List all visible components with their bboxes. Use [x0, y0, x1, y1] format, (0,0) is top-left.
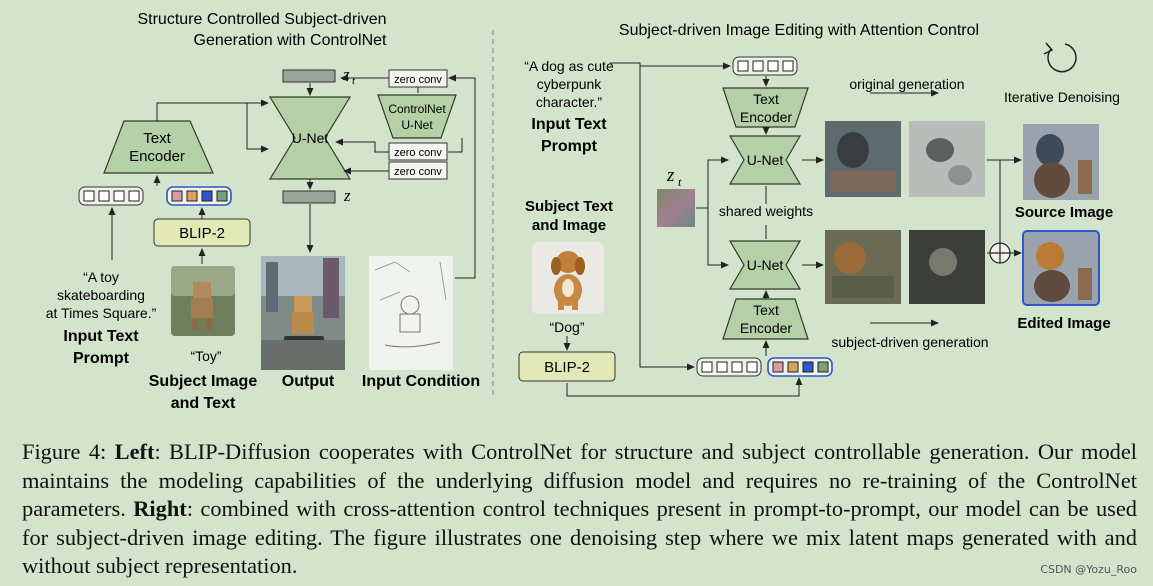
- left-output-label: Output: [282, 373, 335, 390]
- left-input-text-prompt-label-line2: Prompt: [73, 350, 130, 367]
- left-text-tokens: [78, 186, 144, 206]
- caption-part2: : combined with cross-attention control …: [22, 496, 1137, 579]
- right-text-encoder-bottom: Text Encoder: [722, 298, 809, 340]
- noise-latent-image: [657, 189, 695, 227]
- svg-text:Encoder: Encoder: [129, 148, 185, 165]
- svg-text:Encoder: Encoder: [740, 109, 792, 125]
- iterative-denoising-label: Iterative Denoising: [1004, 89, 1120, 105]
- svg-text:t: t: [352, 75, 356, 87]
- right-prompt-line1: “A dog as cute: [524, 58, 614, 74]
- svg-text:U-Net: U-Net: [747, 152, 784, 168]
- svg-text:U-Net: U-Net: [747, 257, 784, 273]
- right-bottom-text-tokens: [696, 357, 762, 377]
- left-text-encoder: Text Encoder: [103, 120, 214, 174]
- zero-conv-bottom: zero conv: [388, 161, 448, 180]
- left-subject-label: Subject Image: [149, 373, 258, 390]
- caption-right-bold: Right: [133, 496, 187, 522]
- original-generation-label: original generation: [849, 76, 964, 92]
- left-panel-title-line2: Generation with ControlNet: [194, 32, 388, 49]
- right-subject-label: Subject Text: [525, 198, 613, 215]
- original-generation-latent-image: [909, 121, 985, 197]
- right-input-text-prompt-label-line2: Prompt: [541, 138, 598, 155]
- figure-diagram: Structure Controlled Subject-driven Gene…: [46, 11, 1120, 412]
- subject-driven-latent-image: [909, 230, 985, 304]
- svg-text:zero conv: zero conv: [394, 74, 442, 86]
- left-output-image: [261, 256, 345, 370]
- source-image-label: Source Image: [1015, 204, 1113, 221]
- toy-subject-image: [171, 266, 235, 336]
- zero-conv-middle: zero conv: [388, 142, 448, 161]
- right-arrows: [563, 62, 1022, 397]
- caption-label: Figure 4:: [22, 439, 115, 464]
- left-latent-zt: z t: [282, 65, 356, 87]
- shared-weights-label: shared weights: [719, 203, 813, 219]
- svg-text:zero conv: zero conv: [394, 166, 442, 178]
- left-input-condition-image: [369, 256, 453, 370]
- right-input-text-prompt-label: Input Text: [531, 116, 607, 133]
- right-unet-top: U-Net: [728, 135, 802, 185]
- left-subject-tokens: [166, 186, 232, 206]
- original-generation-noisy-image: [825, 121, 901, 197]
- svg-text:z: z: [343, 186, 351, 205]
- right-top-text-tokens: [732, 56, 798, 76]
- svg-text:zero conv: zero conv: [394, 147, 442, 159]
- left-panel-title: Structure Controlled Subject-driven: [137, 11, 386, 28]
- controlnet-module: ControlNet U-Net: [377, 94, 457, 139]
- edited-image: [1022, 230, 1100, 306]
- left-prompt-line2: skateboarding: [57, 287, 145, 303]
- left-input-condition-label: Input Condition: [362, 373, 480, 390]
- svg-text:Text: Text: [753, 91, 779, 107]
- svg-text:BLIP-2: BLIP-2: [544, 359, 590, 376]
- subject-driven-noisy-image: [825, 230, 901, 304]
- left-input-text-prompt-label: Input Text: [63, 328, 139, 345]
- left-unet: U-Net: [268, 96, 352, 180]
- watermark: CSDN @Yozu_Roo: [1040, 563, 1137, 576]
- svg-text:Text: Text: [143, 130, 171, 147]
- svg-text:BLIP-2: BLIP-2: [179, 225, 225, 242]
- left-prompt-line3: at Times Square.”: [46, 305, 157, 321]
- svg-text:U-Net: U-Net: [401, 118, 433, 132]
- svg-text:Text: Text: [753, 302, 779, 318]
- right-latent-zt: z: [666, 165, 675, 186]
- svg-text:z: z: [342, 65, 350, 84]
- caption-part1: : BLIP-Diffusion cooperates with Control…: [22, 439, 1137, 522]
- left-latent-z: z: [282, 186, 351, 205]
- right-subject-label-line2: and Image: [532, 217, 606, 234]
- zero-conv-top: zero conv: [388, 69, 448, 88]
- mix-operator-icon: [989, 242, 1011, 264]
- dog-subject-image: [532, 242, 604, 314]
- subject-driven-generation-label: subject-driven generation: [831, 334, 988, 350]
- right-subject-tokens: [767, 357, 833, 377]
- caption-left-bold: Left: [114, 439, 155, 464]
- right-blip2-module: BLIP-2: [518, 351, 616, 382]
- left-arrows: [108, 74, 476, 279]
- left-blip2-module: BLIP-2: [153, 218, 251, 247]
- right-prompt-line3: character.”: [536, 94, 602, 110]
- right-latent-zt-subscript: t: [678, 175, 682, 189]
- right-subject-text: “Dog”: [549, 319, 584, 335]
- svg-text:U-Net: U-Net: [292, 130, 329, 146]
- source-image: [1023, 124, 1099, 200]
- right-prompt-line2: cyberpunk: [537, 76, 603, 92]
- iterative-denoising-loop-icon: [1043, 42, 1077, 73]
- edited-image-label: Edited Image: [1017, 315, 1110, 332]
- svg-text:Encoder: Encoder: [740, 320, 792, 336]
- right-panel-title: Subject-driven Image Editing with Attent…: [619, 22, 979, 39]
- svg-text:ControlNet: ControlNet: [388, 102, 446, 116]
- right-unet-bottom: U-Net: [728, 240, 802, 290]
- left-subject-text: “Toy”: [190, 348, 221, 364]
- figure-caption: Figure 4: Left: BLIP-Diffusion cooperate…: [22, 438, 1137, 581]
- left-subject-label-line2: and Text: [171, 395, 236, 412]
- left-prompt-line1: “A toy: [83, 269, 119, 285]
- right-text-encoder-top: Text Encoder: [722, 87, 809, 128]
